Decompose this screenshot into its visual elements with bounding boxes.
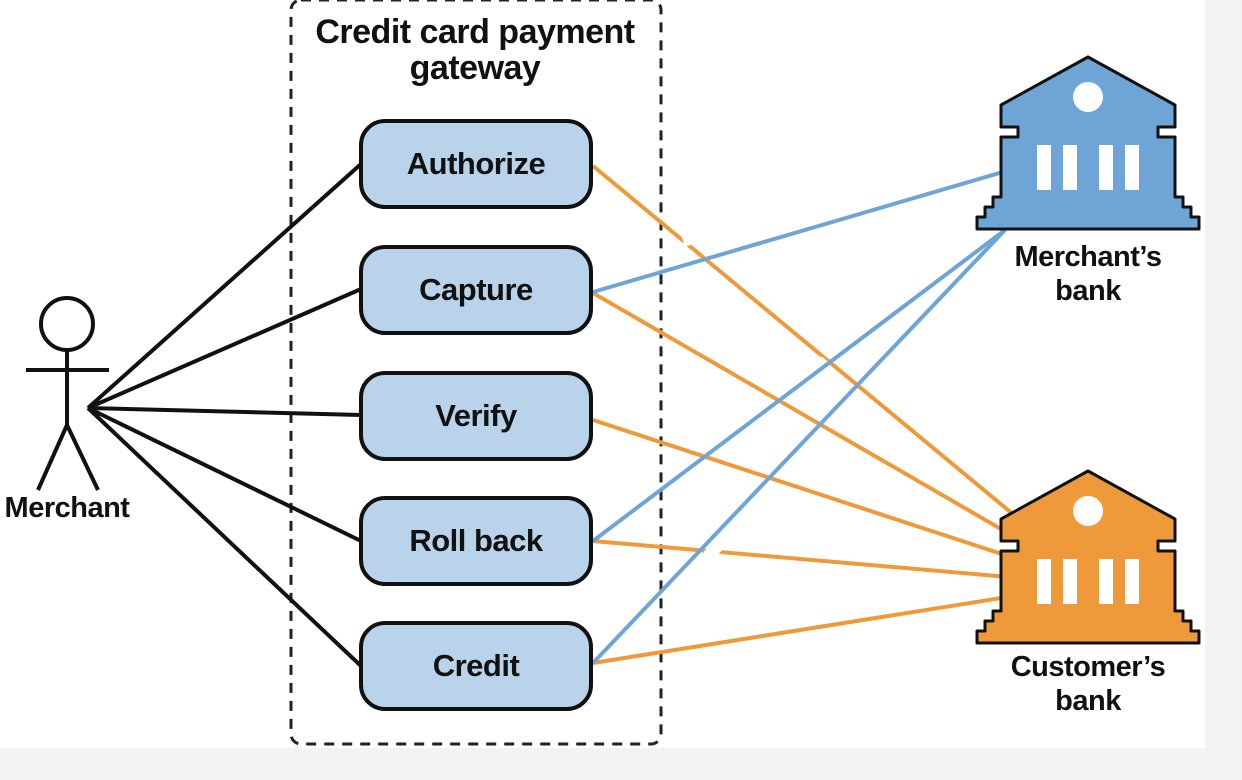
usecase-verify-label: Verify <box>435 398 517 433</box>
gateway-title: Credit card payment gateway <box>295 14 655 86</box>
rollback-customers-bank-link <box>592 539 1021 580</box>
diagram-canvas <box>26 0 1201 746</box>
merchant-capture-link <box>87 287 362 410</box>
usecase-rollback-box <box>359 496 593 586</box>
merchant-connections <box>86 162 363 668</box>
use-case-boxes <box>359 119 593 711</box>
gateway-title-line1: Credit card payment <box>315 13 635 51</box>
gateway-boundary <box>289 0 663 746</box>
capture-customers-bank-link <box>591 291 1022 542</box>
bank-building-icon <box>975 469 1201 645</box>
credit-merchants-bank-link <box>591 228 1007 665</box>
merchant-credit-link <box>86 406 363 668</box>
bank-building-icon <box>975 55 1201 231</box>
gateway-title-line2: gateway <box>409 49 541 87</box>
capture-merchants-bank-link <box>592 165 1021 294</box>
customers-bank-connections <box>591 164 1022 665</box>
credit-customers-bank-link <box>592 593 1021 665</box>
usecase-credit-box <box>359 621 593 711</box>
merchants-bank-label-line1: Merchant’s <box>1014 241 1162 273</box>
customers-bank-label-line1: Customer’s <box>1010 651 1166 683</box>
rollback-merchants-bank-link <box>591 228 1007 543</box>
usecase-capture-box <box>359 245 593 335</box>
usecase-authorize-label: Authorize <box>406 146 546 181</box>
merchant-verify-link <box>87 406 362 417</box>
crossing-gaps <box>681 230 875 561</box>
usecase-authorize-box <box>359 119 593 209</box>
merchants-bank-connections <box>591 165 1021 665</box>
merchants-bank-label-line2: bank <box>1055 275 1121 307</box>
usecase-capture-label: Capture <box>419 272 533 307</box>
merchant-rollback-link <box>87 406 362 543</box>
merchant-authorize-link <box>86 162 363 410</box>
usecase-credit-label: Credit <box>432 648 520 683</box>
use-case-diagram: Credit card payment gateway Authorize Ca… <box>0 0 1205 748</box>
customers-bank-label-line2: bank <box>1055 685 1121 717</box>
stick-figure-icon <box>26 296 109 491</box>
verify-customers-bank-link <box>592 418 1021 562</box>
usecase-rollback-label: Roll back <box>409 523 543 558</box>
customers-bank-label: Customer’s bank <box>990 650 1186 718</box>
usecase-verify-box <box>359 371 593 461</box>
merchant-label: Merchant <box>4 492 130 524</box>
merchants-bank-label: Merchant’s bank <box>990 240 1186 308</box>
authorize-customers-bank-link <box>591 164 1022 522</box>
